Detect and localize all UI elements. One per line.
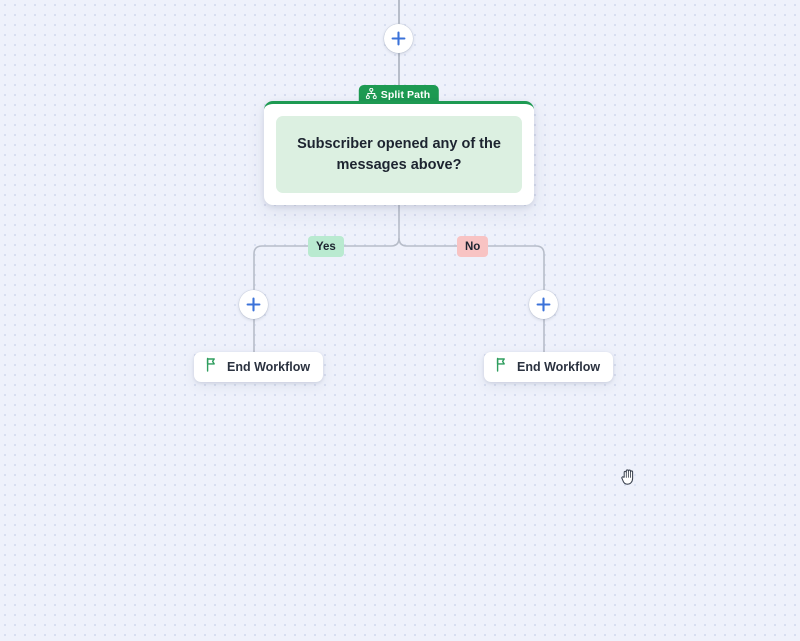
branch-label-yes[interactable]: Yes (308, 236, 344, 257)
flag-icon (495, 357, 509, 377)
add-step-button-top[interactable] (384, 24, 413, 53)
split-path-question: Subscriber opened any of the messages ab… (297, 136, 501, 173)
split-path-card[interactable]: Subscriber opened any of the messages ab… (264, 101, 534, 206)
end-workflow-label: End Workflow (517, 360, 601, 374)
end-workflow-label: End Workflow (227, 360, 311, 374)
add-step-button-no-branch[interactable] (529, 290, 558, 319)
split-path-node[interactable]: Split Path Subscriber opened any of the … (264, 85, 534, 206)
split-path-tab-label: Split Path (380, 88, 431, 101)
branch-label-yes-text: Yes (316, 240, 336, 253)
split-path-condition-box: Subscriber opened any of the messages ab… (276, 116, 522, 194)
flag-icon (205, 357, 219, 377)
sitemap-icon (365, 86, 377, 104)
split-path-tab[interactable]: Split Path (358, 85, 440, 104)
grab-hand-cursor (620, 466, 638, 486)
end-workflow-node-yes[interactable]: End Workflow (194, 352, 324, 382)
end-workflow-node-no[interactable]: End Workflow (484, 352, 614, 382)
branch-label-no-text: No (465, 240, 481, 253)
plus-icon (246, 297, 261, 312)
plus-icon (391, 31, 406, 46)
connector-top-stem (398, 0, 400, 25)
branch-label-no[interactable]: No (457, 236, 489, 257)
connector-top-to-split (398, 53, 400, 86)
plus-icon (536, 297, 551, 312)
add-step-button-yes-branch[interactable] (239, 290, 268, 319)
